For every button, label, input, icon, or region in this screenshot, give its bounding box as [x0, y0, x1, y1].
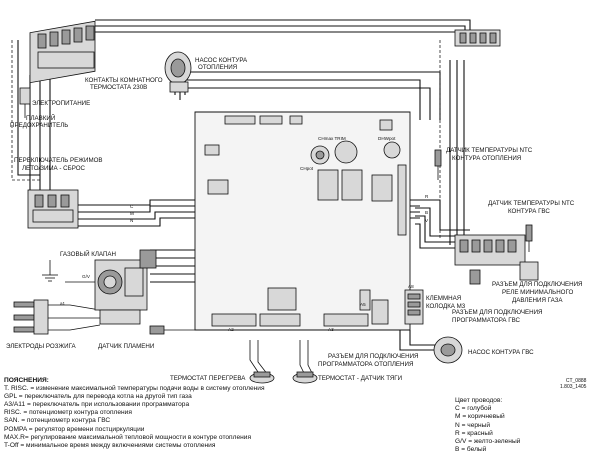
right-connector-block [454, 234, 539, 285]
label-ignition-electrodes: ЭЛЕКТРОДЫ РОЗЖИГА [6, 343, 77, 350]
label-wire-r: R [425, 194, 429, 199]
label-gas-relay-2: РЕЛЕ МИНИМАЛЬНОГО [502, 289, 574, 296]
earth-symbol [42, 274, 58, 282]
label-dhw-programmer-2: ПРОГРАММАТОРА ГВС [452, 317, 521, 324]
label-wire-n: N [130, 218, 133, 223]
drawing-code-2: 1.803_1405 [560, 384, 587, 390]
dhw-pump [433, 336, 463, 364]
label-dhw-pot: DHWpot [378, 136, 396, 141]
top-right-terminal-strip [454, 29, 501, 47]
room-thermostat-terminal-block [29, 20, 96, 84]
legend-row: T-Off = минимальное время между включени… [4, 441, 216, 449]
label-ch-pot: CHpot [300, 166, 314, 171]
wire-color-row: N = черный [455, 421, 491, 429]
label-gas-relay-1: РАЗЪЕМ ДЛЯ ПОДКЛЮЧЕНИЯ [492, 281, 583, 288]
label-fuse-1: ПЛАВКИЙ [26, 114, 55, 122]
label-wire-v: V [425, 218, 429, 223]
label-ntc-dhw-1: ДАТЧИК ТЕМПЕРАТУРЫ NTC [488, 200, 575, 207]
label-fuse-2: ПРЕДОХРАНИТЕЛЬ [10, 122, 68, 129]
label-dhw-pump: НАСОС КОНТУРА ГВС [468, 349, 534, 356]
label-dhw-programmer-1: РАЗЪЕМ ДЛЯ ПОДКЛЮЧЕНИЯ [452, 309, 543, 316]
draft-thermostat [292, 371, 318, 384]
label-overheat-thermostat: ТЕРМОСТАТ ПЕРЕГРЕВА [170, 375, 246, 382]
wire-color-row: M = коричневый [455, 413, 505, 421]
drawing-code: CT_0888 1.803_1405 [560, 378, 586, 390]
label-heating-programmer-1: РАЗЪЕМ ДЛЯ ПОДКЛЮЧЕНИЯ [328, 353, 419, 360]
wire-color-legend: Цвет проводов: C = голубой M = коричневы… [455, 397, 520, 454]
drawing-code-1: CT_0888 [565, 378, 587, 384]
label-wire-b: B [425, 210, 428, 215]
label-room-thermostat-2: ТЕРМОСТАТА 230В [90, 84, 147, 91]
wire-color-row: B = белый [455, 446, 487, 454]
wire-color-row: C = голубой [455, 405, 492, 413]
ntc-dhw-sensor [525, 224, 533, 252]
label-heating-pump-1: НАСОС КОНТУРА [195, 57, 248, 64]
legend-row: MAX.R= регулирование максимальной теплов… [4, 433, 252, 441]
label-terminal-block-1: КЛЕММНАЯ [426, 295, 461, 302]
label-gas-relay-3: ДАВЛЕНИЯ ГАЗА [512, 297, 563, 304]
label-flame-sensor: ДАТЧИК ПЛАМЕНИ [98, 343, 154, 350]
label-a2: A2 [228, 327, 234, 332]
legend-row: A3/A11 = переключатель при использовании… [4, 401, 190, 409]
wire-color-row: R = красный [455, 429, 493, 437]
wire-color-title: Цвет проводов: [455, 397, 503, 404]
label-power-supply: ЭЛЕКТРОПИТАНИЕ [32, 100, 90, 107]
label-terminal-block-2: КОЛОДКА М3 [426, 303, 466, 310]
gas-valve [94, 249, 157, 325]
heating-pump [164, 51, 192, 93]
label-wire-m: M [130, 211, 134, 216]
label-ntc-heating-2: КОНТУРА ОТОПЛЕНИЯ [452, 155, 521, 162]
label-a8: A8 [408, 284, 414, 289]
mode-switch [27, 189, 79, 229]
label-ch-trim: CHmax TRIM [318, 136, 346, 141]
label-gv: G/V [82, 274, 91, 279]
flame-sensor [149, 325, 165, 335]
label-room-thermostat-1: КОНТАКТЫ КОМНАТНОГО [85, 77, 163, 84]
overheat-thermostat [249, 371, 275, 384]
legend-title: ПОЯСНЕНИЯ: [4, 377, 49, 384]
fuse [19, 87, 31, 118]
legend-row: T. RISC. = изменение максимальной темпер… [4, 385, 265, 393]
legend-row: RISC. = потенциометр контура отопления [4, 409, 132, 417]
label-heating-pump-2: ОТОПЛЕНИЯ [198, 64, 237, 71]
label-a5: A5 [360, 302, 366, 307]
label-mode-switch-2: ЛЕТО/ЗИМА - СБРОС [22, 165, 86, 172]
label-ntc-heating-1: ДАТЧИК ТЕМПЕРАТУРЫ NTC [446, 147, 533, 154]
ignition-electrodes [13, 299, 49, 335]
label-wire-c: C [130, 204, 134, 209]
label-draft-thermostat: ТЕРМОСТАТ - ДАТЧИК ТЯГИ [318, 375, 402, 382]
terminal-block-m3 [404, 289, 424, 325]
diagram-labels: КОНТАКТЫ КОМНАТНОГО ТЕРМОСТАТА 230В ЭЛЕК… [6, 57, 583, 382]
label-heating-programmer-2: ПРОГРАММАТОРА ОТОПЛЕНИЯ [318, 361, 413, 368]
ntc-heating-sensor [434, 149, 442, 180]
control-board [194, 111, 411, 331]
legend-row: SAN. = потенциометр контура ГВС [4, 417, 111, 425]
label-a3: A3 [328, 327, 334, 332]
label-a1: a1 [60, 301, 66, 306]
label-gas-valve: ГАЗОВЫЙ КЛАПАН [60, 250, 116, 258]
legend-row: POMPA = регулятор времени постциркуляции [4, 425, 145, 433]
wire-color-row: G/V = желто-зеленый [455, 438, 521, 446]
label-ntc-dhw-2: КОНТУРА ГВС [508, 208, 550, 215]
legend-row: GPL = переключатель для перевода котла н… [4, 393, 192, 401]
legend: ПОЯСНЕНИЯ: T. RISC. = изменение максимал… [4, 377, 304, 450]
label-mode-switch-1: ПЕРЕКЛЮЧАТЕЛЬ РЕЖИМОВ [14, 157, 103, 164]
